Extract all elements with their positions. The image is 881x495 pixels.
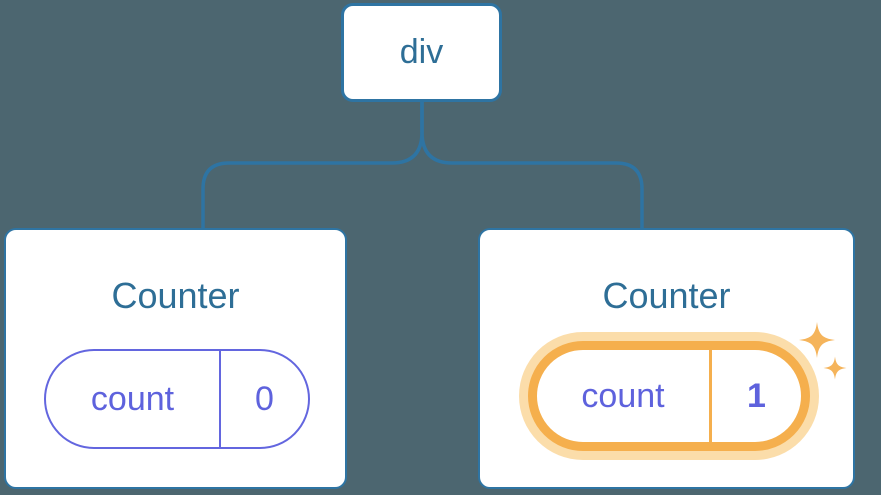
connector-left-branch	[201, 101, 424, 229]
counter-card-left: Counter count 0	[4, 228, 347, 489]
state-key-left: count	[90, 379, 175, 418]
state-value-left: 0	[255, 379, 274, 418]
state-pill-right-highlighted: count 1	[528, 341, 810, 451]
pill-divider-right	[709, 350, 712, 442]
component-title-right: Counter	[602, 275, 731, 316]
connector-right-branch	[420, 101, 644, 229]
state-pill-highlight-halo: count 1	[519, 332, 819, 460]
root-node-div: div	[341, 3, 502, 102]
state-pill-left: count 0	[44, 349, 310, 449]
sparkle-icon	[799, 322, 847, 380]
component-title-left: Counter	[111, 275, 240, 316]
sparkle-star-large	[799, 322, 835, 358]
sparkle-star-small	[823, 356, 847, 380]
root-node-label: div	[399, 33, 444, 71]
state-key-right: count	[581, 376, 665, 415]
state-value-right: 1	[747, 376, 766, 415]
pill-divider-left	[219, 351, 221, 447]
counter-card-right: Counter count 1	[478, 228, 855, 489]
